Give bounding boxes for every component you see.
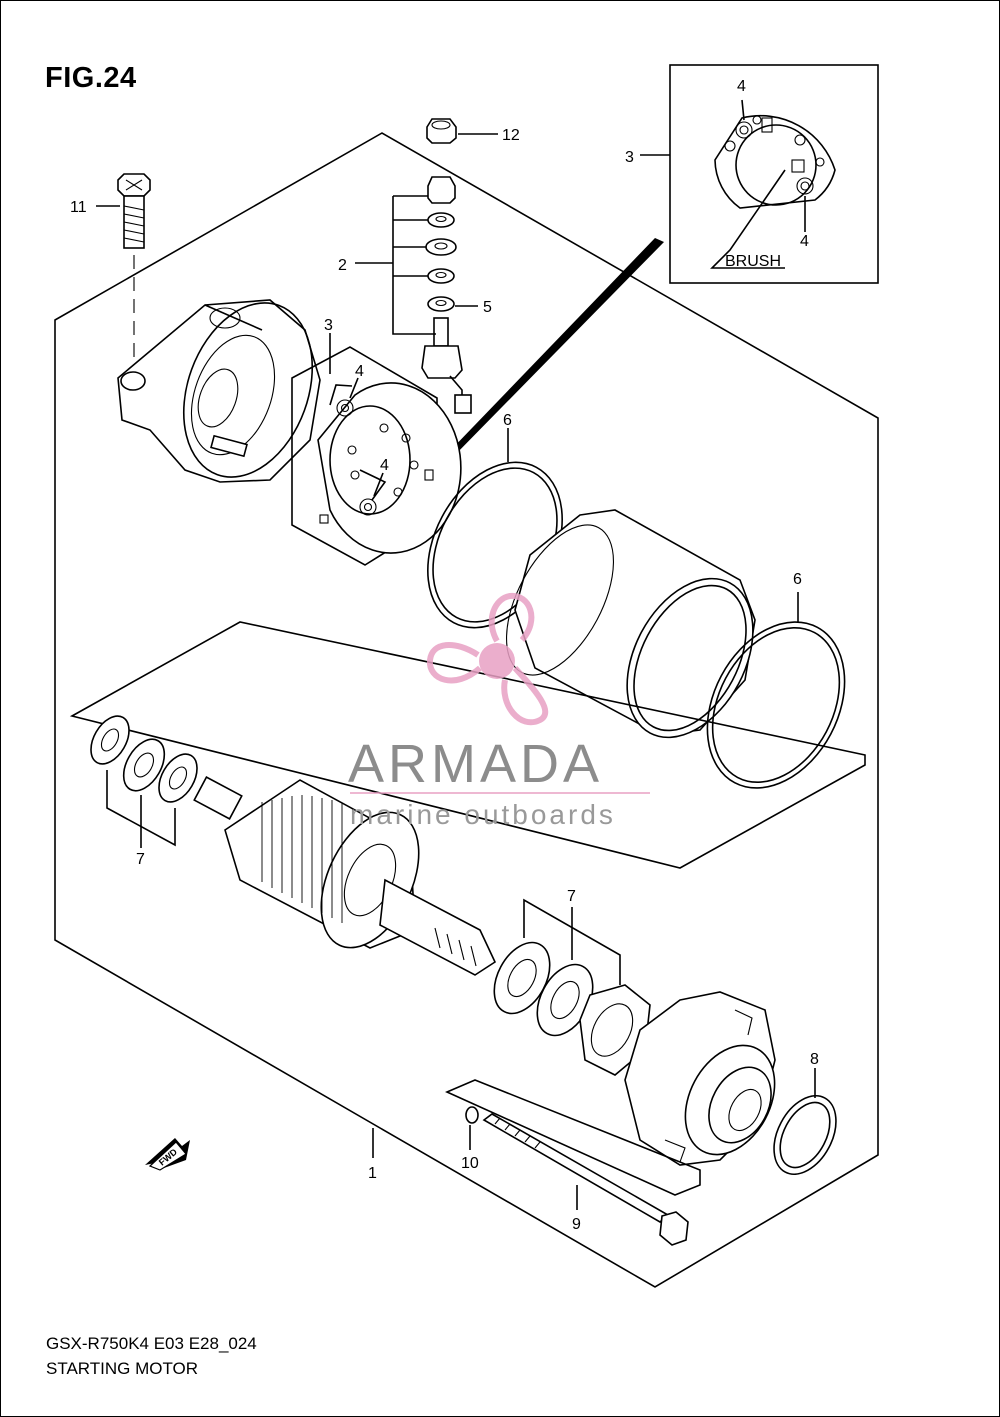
callout-3-inset: 3 xyxy=(625,149,634,166)
rear-cover xyxy=(117,299,321,483)
figure-title: FIG.24 xyxy=(45,62,137,94)
callout-6-lower: 6 xyxy=(793,571,802,588)
callout-6-upper: 6 xyxy=(503,412,512,429)
nut-12 xyxy=(426,118,498,144)
callout-12: 12 xyxy=(502,127,520,144)
armature-subframe xyxy=(69,621,866,869)
assembly-outline xyxy=(54,132,879,1288)
washers-7-right xyxy=(493,898,651,1076)
washers-7-left xyxy=(90,715,198,848)
watermark-logo xyxy=(426,592,549,726)
figure-name: STARTING MOTOR xyxy=(46,1359,199,1378)
brush-holder-3 xyxy=(291,333,462,566)
callout-4-upper: 4 xyxy=(355,363,364,380)
callout-9: 9 xyxy=(572,1216,581,1233)
callout-5: 5 xyxy=(483,299,492,316)
callout-7-right: 7 xyxy=(567,888,576,905)
callout-7-left: 7 xyxy=(136,851,145,868)
brush-label: BRUSH xyxy=(725,253,781,270)
callout-4-lower: 4 xyxy=(380,457,389,474)
callout-2: 2 xyxy=(338,257,347,274)
armature xyxy=(193,776,497,976)
fwd-arrow-icon: FWD xyxy=(145,1138,190,1171)
terminal-set-2 xyxy=(355,176,478,414)
model-code: GSX-R750K4 E03 E28_024 xyxy=(46,1334,257,1353)
yoke-housing xyxy=(505,509,756,739)
o-ring-6-lower xyxy=(706,592,846,789)
watermark-tagline: marine outboards xyxy=(350,799,616,830)
callout-4-inset-top: 4 xyxy=(737,78,746,95)
front-housing xyxy=(624,991,776,1166)
callout-8: 8 xyxy=(810,1051,819,1068)
o-ring-8 xyxy=(773,1068,837,1175)
callout-10: 10 xyxy=(461,1155,479,1172)
inset-brush-holder: BRUSH xyxy=(640,64,879,284)
inset-pointer xyxy=(446,238,664,458)
callout-3: 3 xyxy=(324,317,333,334)
callout-11: 11 xyxy=(70,199,87,216)
callout-4-inset-bottom: 4 xyxy=(800,233,809,250)
bolt-11 xyxy=(96,173,151,370)
watermark-brand: ARMADA xyxy=(348,734,603,794)
through-bolt-9 xyxy=(445,1079,701,1246)
callout-1: 1 xyxy=(368,1165,377,1182)
